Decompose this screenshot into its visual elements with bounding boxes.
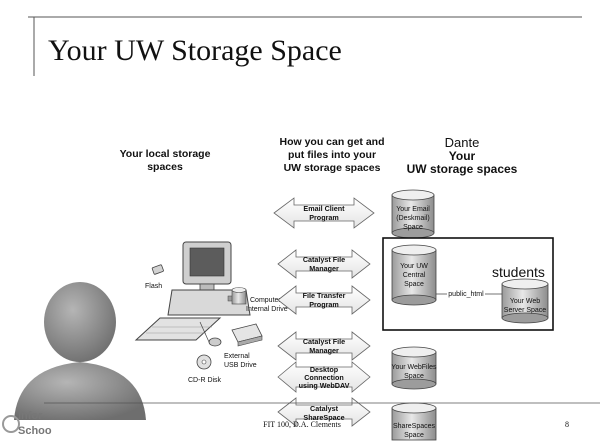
col-how-line-1: How you can get and [279, 136, 384, 148]
storage-email-line-2: (Deskmail) [396, 215, 429, 222]
external-usb-label-1: External [224, 353, 250, 360]
page-number: 8 [565, 420, 569, 429]
arrow-cfm2-line-2: Manager [309, 346, 339, 355]
slide-title: Your UW Storage Space [48, 34, 342, 67]
flash-label: Flash [145, 283, 162, 290]
arrow-catalyst-sharespace: Catalyst ShareSpace [277, 397, 371, 427]
storage-webfiles-line-1: Your WebFiles [391, 364, 437, 371]
arrow-webdav-line-2: Connection [304, 373, 344, 382]
cd-disk-icon [196, 354, 212, 370]
logo-line-2: Schoo [18, 425, 52, 437]
internal-drive-label-2: Internal Drive [246, 306, 288, 313]
arrow-cfm1-line-1: Catalyst File [303, 255, 345, 264]
logo-line-1: Infor [18, 410, 43, 422]
arrow-email-client: Email Client Program [273, 197, 375, 229]
students-box [382, 237, 554, 331]
arrow-desktop-connection: Desktop Connection using WebDAV [277, 361, 371, 393]
storage-webfiles-cylinder: Your WebFiles Space [391, 346, 437, 390]
storage-sharespaces-cylinder: ShareSpaces Space [391, 402, 437, 441]
arrow-cfm1-line-2: Manager [309, 264, 339, 273]
col-uw-line-2: UW storage spaces [407, 162, 518, 176]
arrow-ftp-line-2: Program [309, 300, 339, 309]
arrow-sharespace-line-1: Catalyst [310, 404, 339, 413]
arrow-webdav-line-3: using WebDAV [299, 381, 350, 390]
storage-central-cylinder: Your UW Central Space [391, 244, 437, 306]
storage-web-line-2: Server Space [504, 307, 547, 314]
storage-central-line-3: Space [404, 281, 424, 288]
cdr-label: CD-R Disk [188, 377, 222, 384]
storage-sharespaces-line-1: ShareSpaces [393, 423, 436, 430]
col-how-line-2: put files into your [288, 149, 376, 161]
storage-email-line-1: Your Email [396, 206, 430, 213]
storage-email-line-3: Space [403, 224, 423, 231]
internal-drive-icon [231, 287, 247, 305]
col-uw-line-1: Your [449, 149, 476, 163]
col-local-line-2: spaces [147, 161, 183, 173]
arrow-catalyst-file-manager-1: Catalyst File Manager [277, 249, 371, 279]
storage-sharespaces-line-2: Space [404, 432, 424, 439]
arrow-webdav-line-1: Desktop [310, 365, 339, 374]
external-usb-drive-icon [231, 323, 263, 347]
col-uw-name: Dante [445, 135, 480, 150]
arrow-email-line-1: Email Client [303, 204, 345, 213]
col-how-header: How you can get and put files into your … [279, 136, 384, 174]
external-usb-label-2: USB Drive [224, 362, 257, 369]
ischool-logo: Infor Schoo [2, 410, 52, 437]
arrow-sharespace-line-2: ShareSpace [303, 413, 344, 422]
storage-web-cylinder: Your Web Server Space [501, 278, 549, 324]
storage-web-line-1: Your Web [510, 298, 540, 305]
arrow-catalyst-file-manager-2: Catalyst File Manager [277, 331, 371, 361]
arrow-ftp-line-1: File Transfer [303, 291, 346, 300]
footer-text: FIT 100, D.A. Clements [263, 420, 341, 429]
arrow-email-line-2: Program [309, 213, 339, 222]
col-uw-header: Dante Your UW storage spaces [407, 135, 518, 176]
public-html-label: public_html [448, 291, 484, 298]
students-label: students [492, 264, 545, 280]
storage-webfiles-line-2: Space [404, 373, 424, 380]
col-how-line-3: UW storage spaces [284, 162, 381, 174]
user-silhouette-icon [14, 282, 146, 420]
col-local-line-1: Your local storage [120, 148, 211, 160]
flash-drive-icon [151, 264, 164, 275]
col-local-header: Your local storage spaces [120, 148, 211, 173]
storage-email-cylinder: Your Email (Deskmail) Space [391, 189, 435, 239]
storage-central-line-1: Your UW [400, 263, 428, 270]
arrow-file-transfer: File Transfer Program [277, 285, 371, 315]
arrow-cfm2-line-1: Catalyst File [303, 337, 345, 346]
storage-central-line-2: Central [403, 272, 426, 279]
internal-drive-label-1: Computer's [250, 297, 286, 304]
